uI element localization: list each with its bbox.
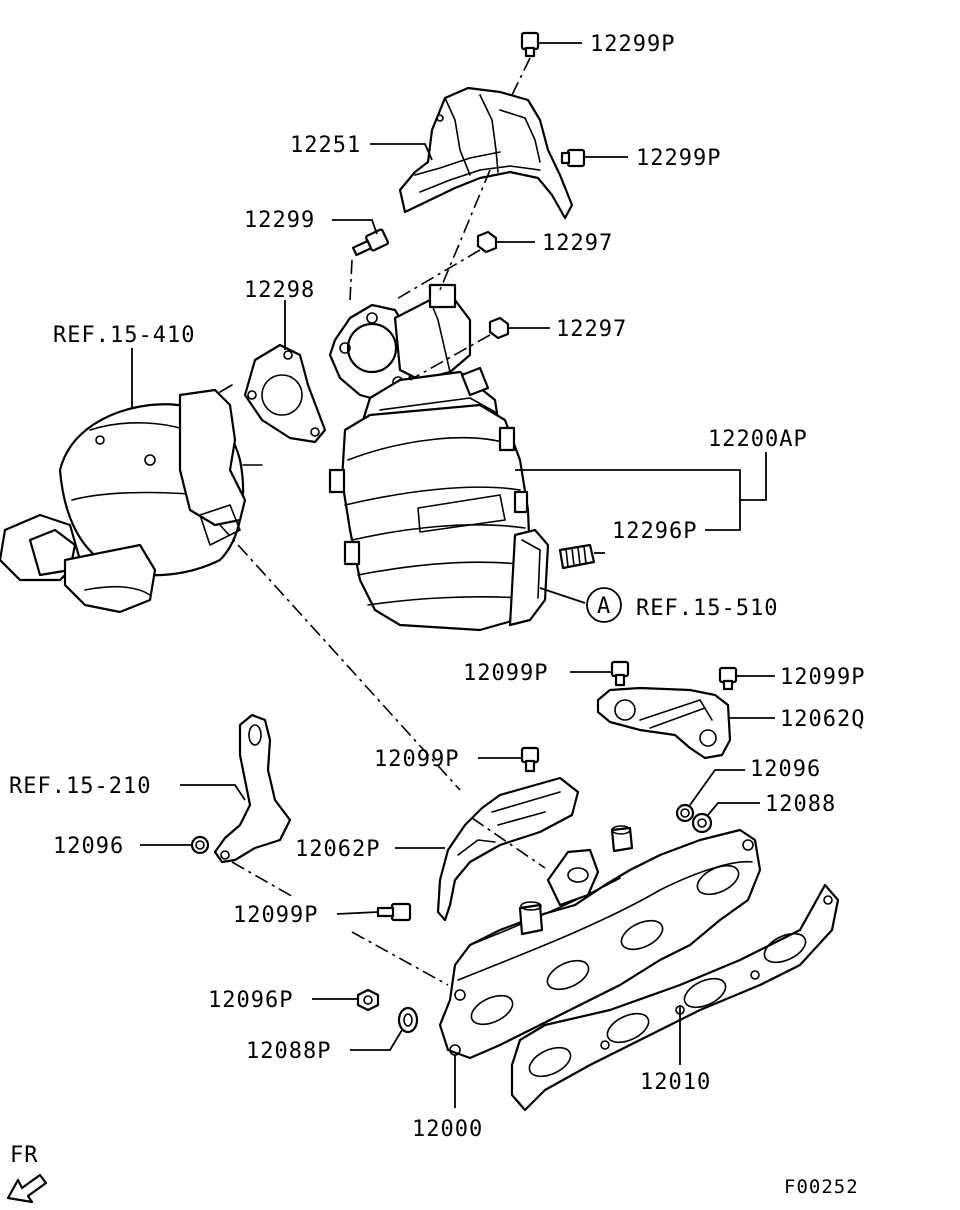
- label-12096p: 12096P: [208, 988, 293, 1013]
- label-12096-left: 12096: [53, 834, 124, 859]
- heat-shield-lower: [436, 776, 580, 922]
- heat-shield-upper: [398, 86, 574, 220]
- bracket-12062q: [596, 686, 732, 760]
- label-12297-lower: 12297: [556, 317, 627, 342]
- ref-circle-a: [586, 587, 622, 623]
- turbocharger: [0, 384, 263, 614]
- label-12299: 12299: [244, 208, 315, 233]
- gasket-12298: [243, 343, 327, 444]
- label-fr: FR: [10, 1143, 39, 1168]
- leader-lines: [131, 42, 775, 1108]
- label-12099p-d: 12099P: [233, 903, 318, 928]
- exhaust-manifold: [438, 825, 762, 1060]
- label-12299p-right: 12299P: [636, 146, 721, 171]
- label-12062q: 12062Q: [780, 707, 865, 732]
- label-ref-15-510: REF.15-510: [636, 596, 778, 621]
- label-ref-15-410: REF.15-410: [53, 323, 195, 348]
- bolt-12299p-top: [520, 31, 540, 58]
- label-12296p: 12296P: [612, 519, 697, 544]
- label-12299p-top: 12299P: [590, 32, 675, 57]
- nut-12096-left: [190, 835, 210, 855]
- label-12099p-c: 12099P: [374, 747, 459, 772]
- washer-12088: [691, 812, 713, 834]
- label-12251: 12251: [290, 133, 361, 158]
- label-12200ap: 12200AP: [708, 427, 808, 452]
- label-circle-a: A: [597, 594, 611, 619]
- bolt-12099p-c: [520, 746, 540, 773]
- label-12298: 12298: [244, 278, 315, 303]
- bolt-12099p-b: [718, 666, 738, 691]
- label-12099p-b: 12099P: [780, 665, 865, 690]
- bolt-12099p-a: [610, 660, 630, 687]
- nut-12297-upper: [476, 230, 498, 254]
- label-12088p: 12088P: [246, 1039, 331, 1064]
- nut-12297-lower: [488, 316, 510, 340]
- figure-code: F00252: [784, 1176, 859, 1198]
- label-12088: 12088: [765, 792, 836, 817]
- label-12099p-a: 12099P: [463, 661, 548, 686]
- label-12297-upper: 12297: [542, 231, 613, 256]
- nut-12096-right: [675, 803, 695, 823]
- manifold-gasket: [510, 883, 840, 1112]
- bolt-12299: [351, 228, 389, 257]
- label-12096-right: 12096: [750, 757, 821, 782]
- catalytic-converter: [328, 283, 550, 632]
- stud-12296p: [558, 543, 596, 570]
- front-arrow-icon: [6, 1173, 48, 1204]
- engine-bracket: [213, 713, 292, 864]
- washer-12088p: [397, 1006, 419, 1034]
- bolt-12299p-right: [560, 148, 586, 168]
- bolt-12099p-d: [376, 902, 412, 922]
- label-ref-15-210: REF.15-210: [9, 774, 151, 799]
- nut-12096p: [356, 988, 380, 1012]
- label-12000: 12000: [412, 1117, 483, 1142]
- label-12062p: 12062P: [295, 837, 380, 862]
- label-12010: 12010: [640, 1070, 711, 1095]
